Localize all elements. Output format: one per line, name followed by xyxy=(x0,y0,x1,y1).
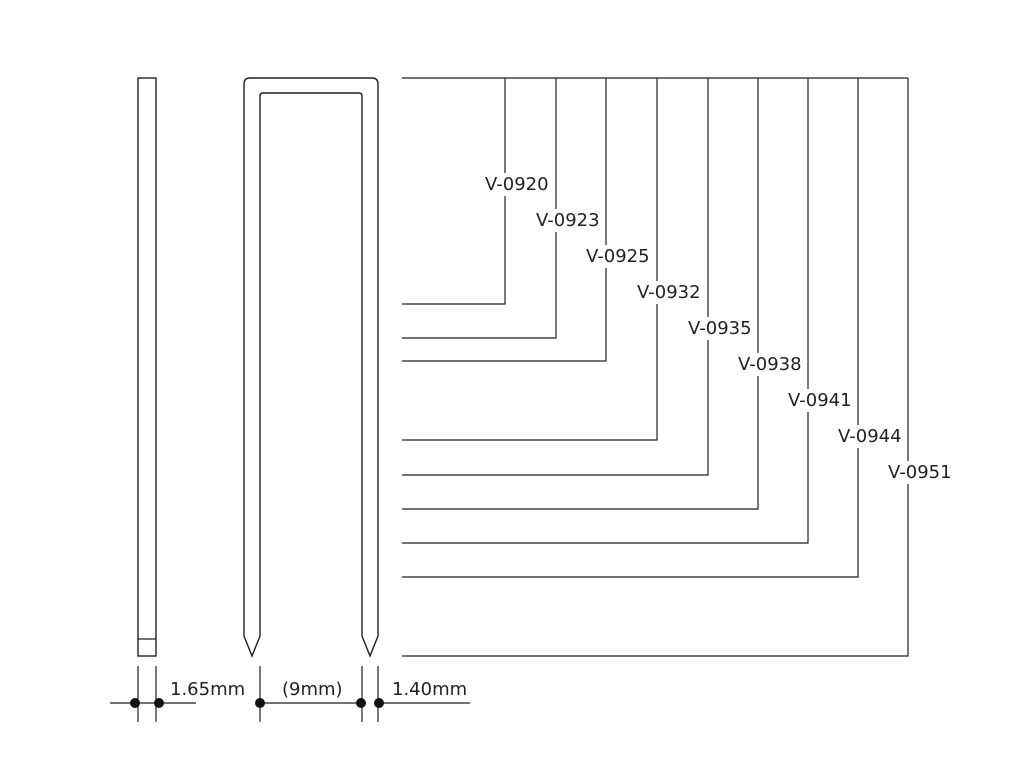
model-label-v-0938: V-0938 xyxy=(738,354,802,375)
side-view-body xyxy=(137,77,157,657)
label-bg-v-0925 xyxy=(583,245,645,268)
model-label-v-0923: V-0923 xyxy=(536,210,600,231)
model-label-v-0925: V-0925 xyxy=(586,246,650,267)
dim-label-side-width: 1.65mm xyxy=(170,679,245,700)
label-bg-v-0935 xyxy=(685,317,747,340)
staple-outer-outline xyxy=(243,77,379,658)
bracket-v-0923 xyxy=(402,78,557,339)
bracket-v-0920 xyxy=(402,78,506,305)
staple-side-view xyxy=(137,77,157,657)
bracket-v-0935 xyxy=(402,78,709,476)
model-labels: V-0920V-0923V-0925V-0932V-0935V-0938V-09… xyxy=(482,173,952,484)
dim-label-wire-width: 1.40mm xyxy=(392,679,467,700)
bracket-v-0941 xyxy=(402,78,809,544)
bracket-v-0944 xyxy=(402,78,859,578)
bracket-v-0925 xyxy=(402,78,607,362)
dim-label-crown-width: (9mm) xyxy=(282,679,343,700)
label-bg-v-0941 xyxy=(785,389,847,412)
model-label-v-0920: V-0920 xyxy=(485,174,549,195)
label-bg-v-0951 xyxy=(885,461,947,484)
bracket-v-0951 xyxy=(402,78,909,657)
label-bg-v-0938 xyxy=(735,353,797,376)
length-brackets xyxy=(402,77,909,657)
dimension-marks: 1.65mm (9mm) 1.40mm xyxy=(110,666,470,722)
staple-front-view xyxy=(243,77,379,658)
model-label-v-0932: V-0932 xyxy=(637,282,701,303)
bracket-v-0938 xyxy=(402,78,759,510)
model-label-v-0951: V-0951 xyxy=(888,462,952,483)
dim-dot-side-right xyxy=(154,698,164,708)
dim-dot-wire-right xyxy=(374,698,384,708)
model-label-v-0944: V-0944 xyxy=(838,426,902,447)
label-bg-v-0932 xyxy=(634,281,696,304)
model-label-v-0941: V-0941 xyxy=(788,390,852,411)
label-bg-v-0944 xyxy=(835,425,897,448)
model-label-v-0935: V-0935 xyxy=(688,318,752,339)
bracket-v-0932 xyxy=(402,78,658,441)
label-bg-v-0923 xyxy=(533,209,595,232)
dim-dot-wire-left xyxy=(356,698,366,708)
label-bg-v-0920 xyxy=(482,173,544,196)
dim-dot-crown-left xyxy=(255,698,265,708)
dim-dot-side-left xyxy=(130,698,140,708)
